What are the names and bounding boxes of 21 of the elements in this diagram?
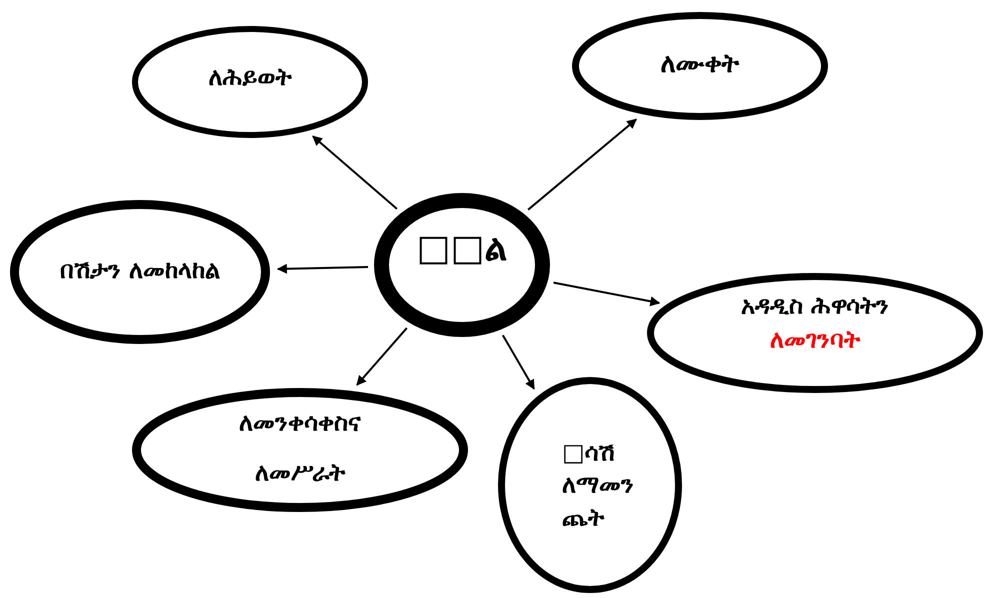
ellipse-node xyxy=(572,12,828,120)
ellipse-node xyxy=(10,200,270,344)
ellipse-node xyxy=(132,26,368,138)
ellipse-node xyxy=(647,273,983,393)
arrow xyxy=(356,327,408,386)
ellipse-node xyxy=(374,193,550,337)
node-label: ለመገንባት xyxy=(770,324,860,355)
ellipse-node xyxy=(132,388,468,512)
node-label: □□ል xyxy=(416,226,508,271)
ellipse-node xyxy=(498,377,682,593)
node-label: አዳዲስ ሕዋሳትን xyxy=(740,290,890,322)
node-label: ለመንቀሳቀስና ለመሥራት xyxy=(238,408,362,489)
node-label: በሽታን ለመከላከል xyxy=(60,254,220,286)
node-label: ለሙቀት xyxy=(660,48,740,81)
arrow xyxy=(553,282,660,306)
arrow xyxy=(528,118,637,210)
node-label: ለሕይወት xyxy=(208,62,292,94)
arrow xyxy=(276,264,368,274)
node-label: □ሳሽ ለማመን ጨት xyxy=(562,437,635,534)
arrow xyxy=(312,136,398,210)
arrow xyxy=(502,334,535,390)
